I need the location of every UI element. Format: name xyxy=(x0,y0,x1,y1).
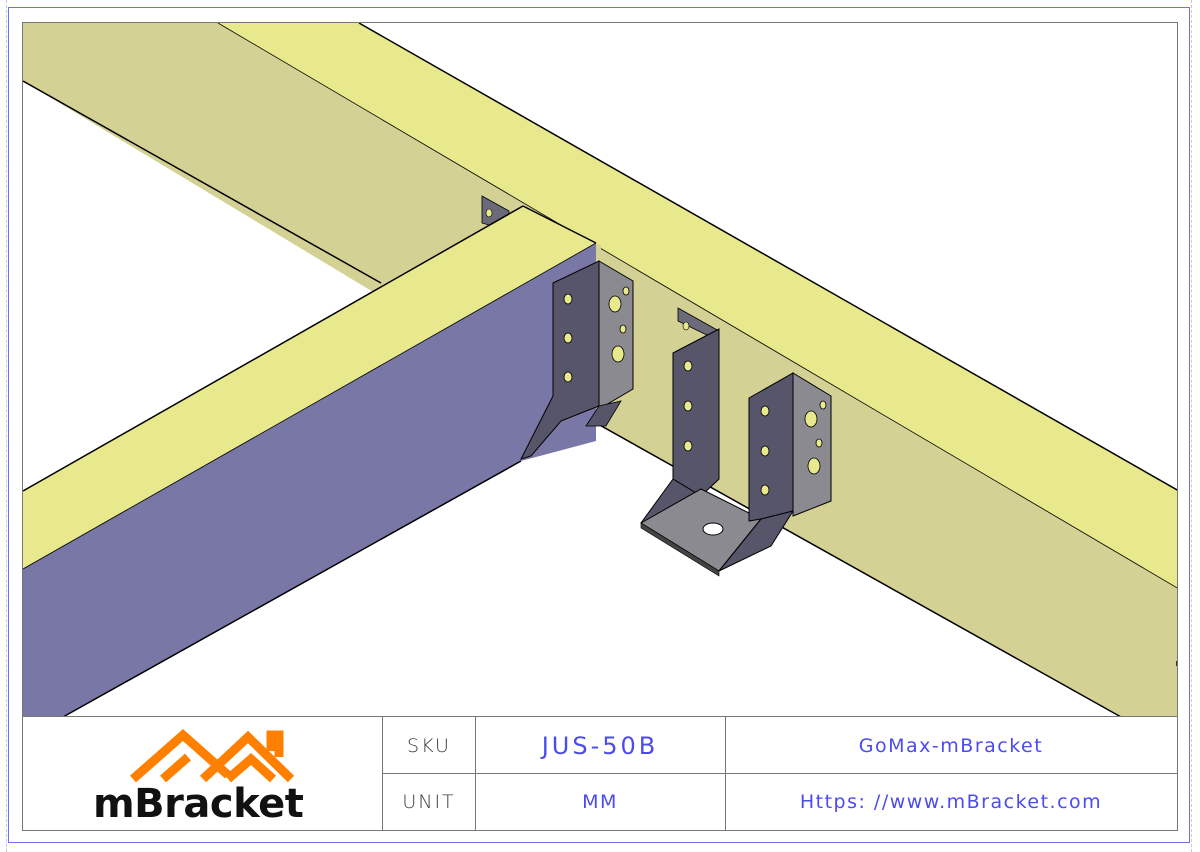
house-roof-icon xyxy=(130,728,295,783)
joist-top-face xyxy=(23,206,596,569)
uninstalled-joist-hanger xyxy=(640,307,832,577)
logo-cell: mBracket xyxy=(23,717,383,830)
logo-text: mBracket xyxy=(93,781,304,827)
unit-label: UNIT xyxy=(402,791,456,813)
sheet-border xyxy=(8,7,1190,843)
installed-joist-hanger xyxy=(520,260,634,460)
website-link[interactable]: Https: //www.mBracket.com xyxy=(799,791,1103,813)
sheet-guide-right xyxy=(1191,0,1192,852)
drawing-frame xyxy=(22,22,1178,830)
divider xyxy=(383,773,1177,774)
sheet-guide-left xyxy=(6,0,7,852)
title-block: mBracket SKU JUS-50B GoMax-mBracket UNIT… xyxy=(22,716,1178,831)
brand-name: GoMax-mBracket xyxy=(858,734,1044,757)
sku-value: JUS-50B xyxy=(541,731,659,760)
joist-side-face xyxy=(23,243,596,717)
unit-value: MM xyxy=(582,791,618,813)
sku-label: SKU xyxy=(407,734,451,757)
isometric-drawing xyxy=(23,23,1177,718)
